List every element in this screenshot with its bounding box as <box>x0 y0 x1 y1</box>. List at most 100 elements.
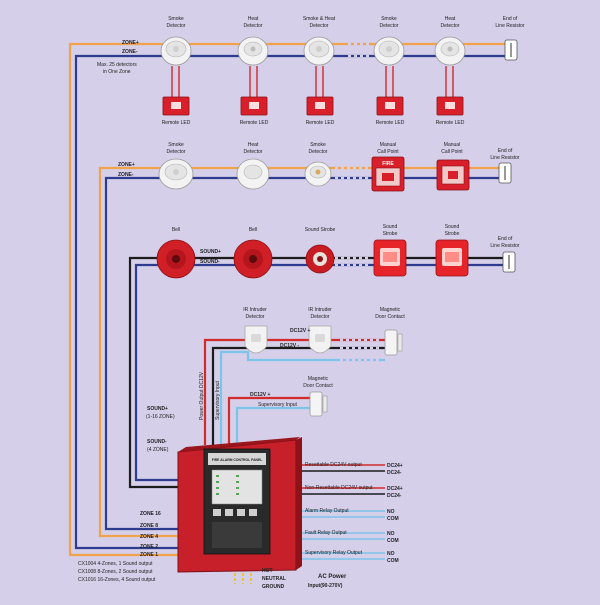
row1-dev1-led-label: Remote LED <box>162 120 191 126</box>
ac-power: HOT NEUTRAL GROUND AC Power Input(90-270… <box>262 568 347 590</box>
row1-dev3-led-label: Remote LED <box>306 120 335 126</box>
output-5-term-2: COM <box>387 558 399 564</box>
end-of-line-resistor-icon <box>504 39 518 61</box>
panel-screen-text: FIRE ALARM CONTROL PANEL <box>212 458 263 462</box>
row1-eol-label-2: Line Resistor <box>495 23 525 29</box>
row1-dev3-name-1: Smoke & Heat <box>303 16 336 22</box>
row2-dev1-name-2: Detector <box>167 149 186 155</box>
panel-key-1[interactable] <box>213 509 221 516</box>
row1-dev4-name-2: Detector <box>380 23 399 29</box>
row1-eol-label-1: End of <box>503 16 518 22</box>
row1-dev2-name-1: Heat <box>248 16 259 22</box>
row1-dev4-led-label: Remote LED <box>376 120 405 126</box>
output-2-term-2: DC24- <box>387 493 402 499</box>
row1-dev5-led-label: Remote LED <box>436 120 465 126</box>
output-5-term-1: NO <box>387 551 395 557</box>
sound-strobe-icon <box>373 239 407 277</box>
sound-top-line2: (1-16 ZONE) <box>146 414 175 420</box>
row3-dev4-name-2: Strobe <box>383 231 398 237</box>
row4-dev3-name-2: Door Contact <box>375 314 405 320</box>
manual-call-point-icon: FIRE <box>371 156 405 192</box>
smoke-detector-icon <box>373 36 405 66</box>
output-2-label: Non-Resettable DC24V output <box>305 485 373 491</box>
bell-icon <box>156 239 196 279</box>
row-5-door-contact: Magnetic Door Contact DC12V + Supervisor… <box>250 376 333 417</box>
row3-dev1-name: Bell <box>172 227 180 233</box>
panel-key-3[interactable] <box>237 509 245 516</box>
zone-4-label: ZONE 4 <box>140 534 158 540</box>
row1-note-line2: in One Zone <box>103 69 131 75</box>
row3-dev4-name-1: Sound <box>383 224 398 230</box>
end-of-line-resistor-icon <box>502 251 516 273</box>
row1-zone-pos-label: ZONE+ <box>122 40 139 46</box>
output-4-term-2: COM <box>387 538 399 544</box>
row2-dev2-name-1: Heat <box>248 142 259 148</box>
row5-supervisory-label: Supervisory Input <box>258 402 298 408</box>
output-4-term-1: NO <box>387 531 395 537</box>
smoke-detector-icon <box>158 158 194 190</box>
output-1-term-1: DC24+ <box>387 463 403 469</box>
row3-dev3-name: Sound Strobe <box>305 227 336 233</box>
wire-ir-supervisory <box>219 350 385 445</box>
zone-8-label: ZONE 8 <box>140 523 158 529</box>
manual-call-point-icon <box>436 159 470 191</box>
output-1-label: Resettable DC24V output <box>305 462 362 468</box>
row4-dev1-name-2: Detector <box>246 314 265 320</box>
panel-outputs: Resettable DC24V output DC24+ DC24- Non-… <box>305 462 403 564</box>
row1-dev1-name-1: Smoke <box>168 16 184 22</box>
row1-dev4-name-1: Smoke <box>381 16 397 22</box>
panel-keys[interactable] <box>213 509 257 516</box>
row1-dev2-name-2: Detector <box>244 23 263 29</box>
model-cx1008: CX1008 8-Zones, 2 Sound output <box>78 569 153 575</box>
wire-zone1-pos <box>68 42 505 557</box>
row1-dev1-name-2: Detector <box>167 23 186 29</box>
panel-key-4[interactable] <box>249 509 257 516</box>
remote-led-icon <box>376 96 404 116</box>
wire-dc12-neg <box>211 346 385 445</box>
magnetic-door-contact-icon <box>309 391 328 417</box>
heat-detector-icon <box>434 36 466 66</box>
row3-dev5-name-2: Strobe <box>445 231 460 237</box>
row1-dev5-name-1: Heat <box>445 16 456 22</box>
output-2-term-1: DC24+ <box>387 486 403 492</box>
row1-dev3-name-2: Detector <box>310 23 329 29</box>
row4-dev2-name-1: IR Intruder <box>308 307 332 313</box>
row-3-sounders: SOUND+ SOUND- Bell Bell Sound Strobe Sou… <box>156 224 520 279</box>
row-1-detectors: ZONE+ ZONE- Max. 25 detectors in One Zon… <box>97 16 525 126</box>
remote-led-icon <box>162 96 190 116</box>
ac-power-title: AC Power <box>318 574 347 580</box>
sound-strobe-icon <box>435 239 469 277</box>
wire-zone2-pos <box>98 166 500 538</box>
sound-bottom-line2: (4 ZONE) <box>147 447 169 453</box>
row4-dc-neg-label: DC12V - <box>280 343 300 349</box>
row2-dev3-name-2: Detector <box>309 149 328 155</box>
ir-intruder-detector-icon <box>308 325 332 354</box>
row3-eol-label-2: Line Resistor <box>490 243 520 249</box>
left-side-labels: SOUND+ (1-16 ZONE) SOUND- (4 ZONE) ZONE … <box>78 406 175 583</box>
end-of-line-resistor-icon <box>498 162 512 184</box>
control-panel: FIRE ALARM CONTROL PANEL <box>177 437 302 573</box>
wires <box>68 42 505 584</box>
wire-dc12-pos <box>203 338 385 445</box>
output-3-term-2: COM <box>387 516 399 522</box>
ac-term-neutral: NEUTRAL <box>262 576 286 582</box>
row4-supervisory-label: Supervisory Input <box>215 380 221 420</box>
zone-2-label: ZONE 2 <box>140 544 158 550</box>
row3-dev2-name: Bell <box>249 227 257 233</box>
panel-key-2[interactable] <box>225 509 233 516</box>
row1-note-line1: Max. 25 detectors <box>97 62 137 68</box>
wire-mag-supervisory <box>235 406 310 445</box>
remote-led-icon <box>240 96 268 116</box>
row4-dev3-name-1: Magnetic <box>380 307 401 313</box>
zone-1-label: ZONE 1 <box>140 552 158 558</box>
row2-dev5-name-2: Call Point <box>441 149 463 155</box>
ac-term-ground: GROUND <box>262 584 285 590</box>
row2-eol-label-2: Line Resistor <box>490 155 520 161</box>
output-3-term-1: NO <box>387 509 395 515</box>
led-drop-wires <box>171 66 454 98</box>
continuation-dots <box>335 42 380 362</box>
bell-icon <box>233 239 273 279</box>
wire-zone2-neg <box>104 176 500 531</box>
